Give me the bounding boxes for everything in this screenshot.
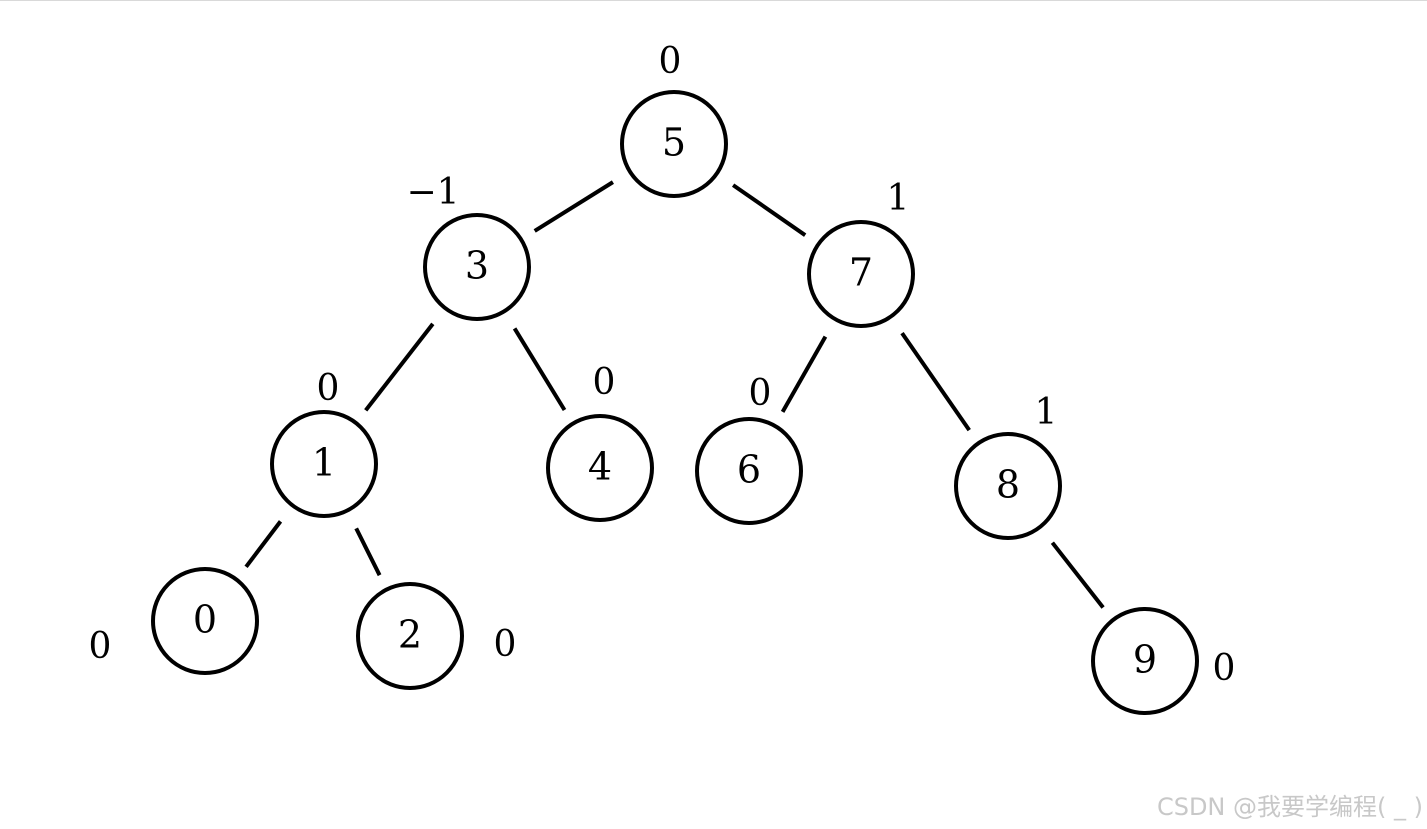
node-value: 4 xyxy=(588,445,612,489)
node-value: 6 xyxy=(737,448,761,492)
node-value: 3 xyxy=(465,244,489,288)
balance-factor-7: 1 xyxy=(887,178,910,219)
balance-factor-1: 0 xyxy=(317,368,340,409)
node-value: 7 xyxy=(849,251,873,295)
balance-factor-5: 0 xyxy=(659,41,682,82)
balance-factor-9: 0 xyxy=(1213,648,1236,689)
edge-1-2 xyxy=(354,527,382,577)
edge-7-8 xyxy=(900,332,971,432)
watermark: CSDN @我要学编程( _ ) xyxy=(1156,793,1423,821)
tree-node-7: 7 xyxy=(807,220,915,328)
node-circle xyxy=(151,567,259,675)
balance-factor-2: 0 xyxy=(494,624,517,665)
edge-5-3 xyxy=(533,180,614,233)
node-circle xyxy=(695,417,803,525)
tree-node-4: 4 xyxy=(546,414,654,522)
balance-factor-4: 0 xyxy=(593,362,616,403)
node-circle xyxy=(270,410,378,518)
node-value: 0 xyxy=(193,598,217,642)
tree-node-2: 2 xyxy=(356,582,464,690)
tree-node-0: 0 xyxy=(151,567,259,675)
edge-3-1 xyxy=(364,322,435,412)
node-circle xyxy=(1091,607,1199,715)
edge-7-6 xyxy=(780,335,828,413)
node-value: 1 xyxy=(312,441,336,485)
node-value: 8 xyxy=(996,463,1020,507)
edge-1-0 xyxy=(244,520,283,569)
node-value: 9 xyxy=(1133,638,1157,682)
balance-factor-8: 1 xyxy=(1035,392,1058,433)
balance-factor-6: 0 xyxy=(749,373,772,414)
node-value: 2 xyxy=(398,613,422,657)
tree-node-5: 5 xyxy=(620,90,728,198)
tree-node-6: 6 xyxy=(695,417,803,525)
node-circle xyxy=(807,220,915,328)
tree-node-8: 8 xyxy=(954,432,1062,540)
edge-5-7 xyxy=(731,183,807,237)
node-circle xyxy=(356,582,464,690)
balance-factor-3: −1 xyxy=(406,172,459,213)
edge-3-4 xyxy=(512,327,567,412)
node-circle xyxy=(546,414,654,522)
node-circle xyxy=(954,432,1062,540)
node-circle xyxy=(620,90,728,198)
node-value: 5 xyxy=(662,121,686,165)
balance-factor-0: 0 xyxy=(89,626,112,667)
node-circle xyxy=(423,213,531,321)
tree-node-9: 9 xyxy=(1091,607,1199,715)
edge-8-9 xyxy=(1050,541,1105,609)
tree-node-1: 1 xyxy=(270,410,378,518)
tree-node-3: 3 xyxy=(423,213,531,321)
